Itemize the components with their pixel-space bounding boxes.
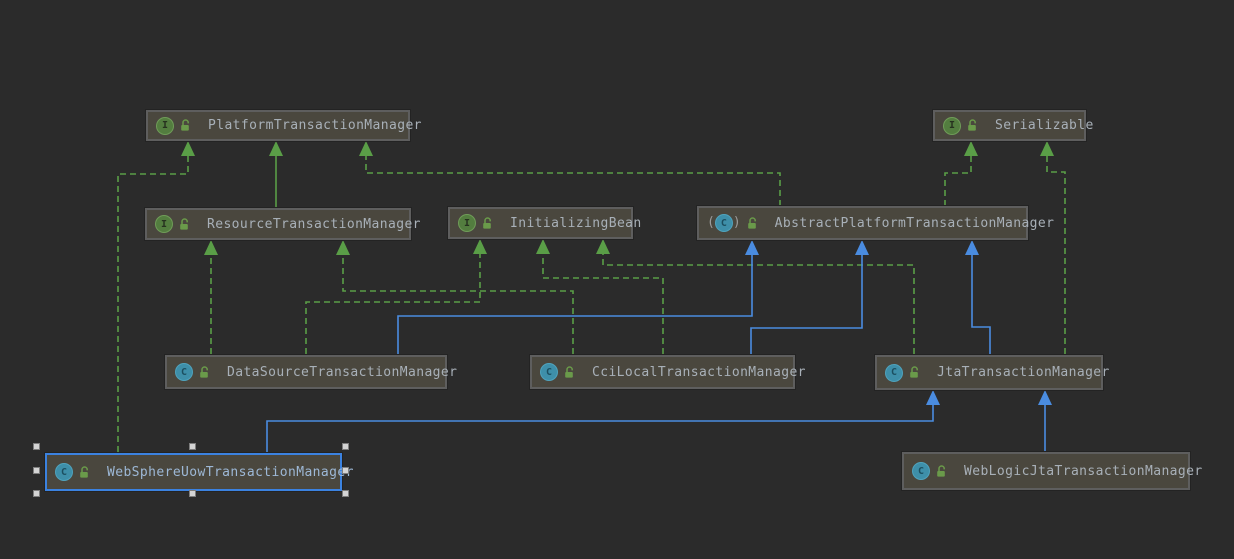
node-WebLogicJtaTransactionManager[interactable]: C WebLogicJtaTransactionManager [902, 452, 1202, 490]
public-unlocked-icon [747, 216, 759, 230]
edge-JtaTransactionManager-AbstractPlatformTransactionManager[interactable] [971, 255, 991, 354]
edge-arrowhead-ResourceTransactionManager [336, 240, 350, 255]
node-label: JtaTransactionManager [937, 365, 1110, 380]
node-PlatformTransactionManager[interactable]: I PlatformTransactionManager [146, 110, 422, 141]
node-label: DataSourceTransactionManager [227, 364, 458, 380]
selection-handle-top-middle[interactable] [189, 443, 196, 450]
edge-arrowhead-AbstractPlatformTransactionManager [855, 240, 869, 255]
edge-arrowhead-Serializable [964, 141, 978, 156]
node-ResourceTransactionManager[interactable]: I ResourceTransactionManager [145, 208, 421, 240]
edge-JtaTransactionManager-Serializable[interactable] [1046, 156, 1066, 354]
node-InitializingBean[interactable]: I InitializingBean [448, 207, 641, 239]
interface-icon: I [155, 215, 173, 233]
node-AbstractPlatformTransactionManager[interactable]: (C) AbstractPlatformTransactionManager [697, 206, 1054, 240]
node-CciLocalTransactionManager[interactable]: C CciLocalTransactionManager [530, 355, 806, 389]
selection-handle-bottom-middle[interactable] [189, 490, 196, 497]
edge-JtaTransactionManager-InitializingBean[interactable] [602, 254, 915, 354]
abstract-class-icon: (C) [707, 214, 741, 232]
selection-handle-bottom-left[interactable] [33, 490, 40, 497]
selection-handle-mid-left[interactable] [33, 467, 40, 474]
public-unlocked-icon [936, 464, 948, 478]
edge-AbstractPlatformTransactionManager-Serializable[interactable] [944, 156, 972, 206]
public-unlocked-icon [199, 365, 211, 379]
edge-CciLocalTransactionManager-AbstractPlatformTransactionManager[interactable] [750, 255, 863, 354]
edge-CciLocalTransactionManager-InitializingBean[interactable] [542, 254, 664, 354]
node-label: WebLogicJtaTransactionManager [964, 463, 1203, 479]
edge-AbstractPlatformTransactionManager-PlatformTransactionManager[interactable] [365, 156, 781, 206]
public-unlocked-icon [179, 217, 191, 231]
node-label: AbstractPlatformTransactionManager [774, 215, 1055, 231]
node-label: Serializable [995, 118, 1094, 133]
class-icon: C [885, 363, 903, 382]
interface-icon: I [458, 214, 476, 232]
class-icon: C [175, 363, 193, 381]
node-label: CciLocalTransactionManager [592, 364, 806, 380]
edge-WebSphereUowTransactionManager-PlatformTransactionManager[interactable] [117, 156, 189, 452]
edge-arrowhead-AbstractPlatformTransactionManager [745, 240, 759, 255]
node-label: WebSphereUowTransactionManager [107, 464, 354, 480]
public-unlocked-icon [482, 216, 494, 230]
edge-arrowhead-ResourceTransactionManager [204, 240, 218, 255]
public-unlocked-icon [909, 366, 921, 379]
class-icon: C [540, 363, 558, 381]
public-unlocked-icon [967, 119, 979, 132]
edge-arrowhead-PlatformTransactionManager [269, 141, 283, 156]
public-unlocked-icon [180, 119, 192, 132]
selection-handle-top-left[interactable] [33, 443, 40, 450]
node-Serializable[interactable]: I Serializable [933, 110, 1093, 141]
public-unlocked-icon [79, 465, 91, 479]
edge-arrowhead-AbstractPlatformTransactionManager [965, 240, 979, 255]
node-label: PlatformTransactionManager [208, 118, 422, 133]
edge-arrowhead-Serializable [1040, 141, 1054, 156]
selection-handle-bottom-right[interactable] [342, 490, 349, 497]
node-label: InitializingBean [510, 215, 642, 231]
edge-CciLocalTransactionManager-ResourceTransactionManager[interactable] [342, 255, 574, 354]
node-JtaTransactionManager[interactable]: C JtaTransactionManager [875, 355, 1109, 390]
class-icon: C [912, 462, 930, 480]
edge-arrowhead-PlatformTransactionManager [181, 141, 195, 156]
edge-arrowhead-InitializingBean [536, 239, 550, 254]
edge-arrowhead-InitializingBean [596, 239, 610, 254]
edge-arrowhead-InitializingBean [473, 239, 487, 254]
node-DataSourceTransactionManager[interactable]: C DataSourceTransactionManager [165, 355, 457, 389]
selection-handle-top-right[interactable] [342, 443, 349, 450]
edge-arrowhead-JtaTransactionManager [1038, 390, 1052, 405]
node-label: ResourceTransactionManager [207, 216, 421, 232]
interface-icon: I [156, 116, 174, 135]
node-WebSphereUowTransactionManager[interactable]: C WebSphereUowTransactionManager [45, 453, 353, 491]
selection-handle-mid-right[interactable] [342, 467, 349, 474]
edge-DataSourceTransactionManager-AbstractPlatformTransactionManager[interactable] [397, 255, 753, 354]
edge-arrowhead-PlatformTransactionManager [359, 141, 373, 156]
edge-WebSphereUowTransactionManager-JtaTransactionManager[interactable] [266, 405, 934, 452]
edge-arrowhead-JtaTransactionManager [926, 390, 940, 405]
interface-icon: I [943, 116, 961, 135]
edge-DataSourceTransactionManager-InitializingBean[interactable] [305, 254, 481, 354]
public-unlocked-icon [564, 365, 576, 379]
class-icon: C [55, 463, 73, 481]
